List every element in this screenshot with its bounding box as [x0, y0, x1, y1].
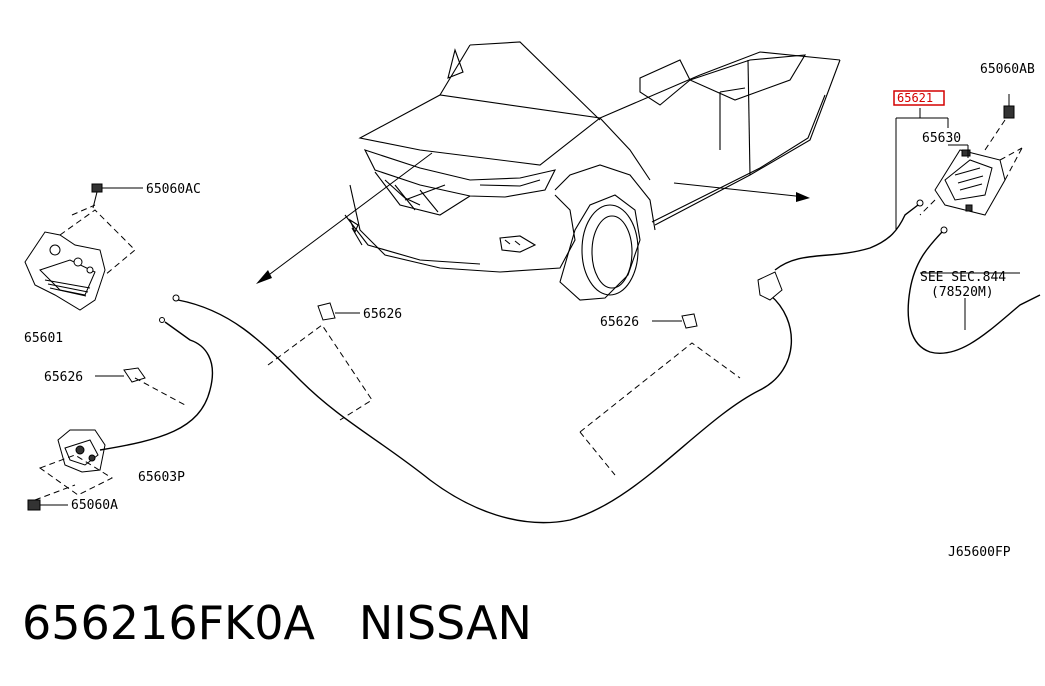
label-65626-center: 65626	[363, 307, 402, 322]
caption-part-number: 656216FK0A	[22, 596, 315, 650]
caption-brand: NISSAN	[358, 596, 532, 650]
clip-zones	[267, 324, 741, 476]
vehicle-illustration	[344, 41, 841, 301]
label-65630: 65630	[922, 131, 961, 146]
cables	[99, 199, 1041, 524]
release-handle-assembly	[919, 147, 1023, 216]
label-65621: 65621	[897, 91, 933, 105]
label-65626-right: 65626	[600, 315, 639, 330]
bolt-65060A	[27, 484, 76, 511]
label-65601: 65601	[24, 331, 63, 346]
leader-65621	[895, 108, 969, 230]
bolt-65060AB	[984, 94, 1015, 151]
label-65060A: 65060A	[71, 498, 118, 513]
label-65060AC: 65060AC	[146, 182, 201, 197]
label-65060AB: 65060AB	[980, 62, 1035, 77]
label-65626-left: 65626	[44, 370, 83, 385]
hood-lock-assembly	[24, 204, 136, 311]
leader-see-sec	[920, 272, 1020, 330]
part-caption: 656216FK0A NISSAN	[22, 596, 532, 650]
direction-arrows	[256, 152, 810, 284]
diagram-reference-code: J65600FP	[948, 545, 1011, 560]
bolt-65060AC	[91, 183, 143, 209]
highlight-box	[893, 90, 945, 106]
clip-65626-center	[317, 302, 360, 321]
label-see-sec-line1: SEE SEC.844	[920, 270, 1006, 285]
secondary-latch-assembly	[38, 429, 114, 496]
clip-65626-left	[95, 367, 186, 406]
clip-65626-right	[652, 313, 698, 329]
label-65603P: 65603P	[138, 470, 185, 485]
label-see-sec-line2: (78520M)	[931, 285, 994, 300]
